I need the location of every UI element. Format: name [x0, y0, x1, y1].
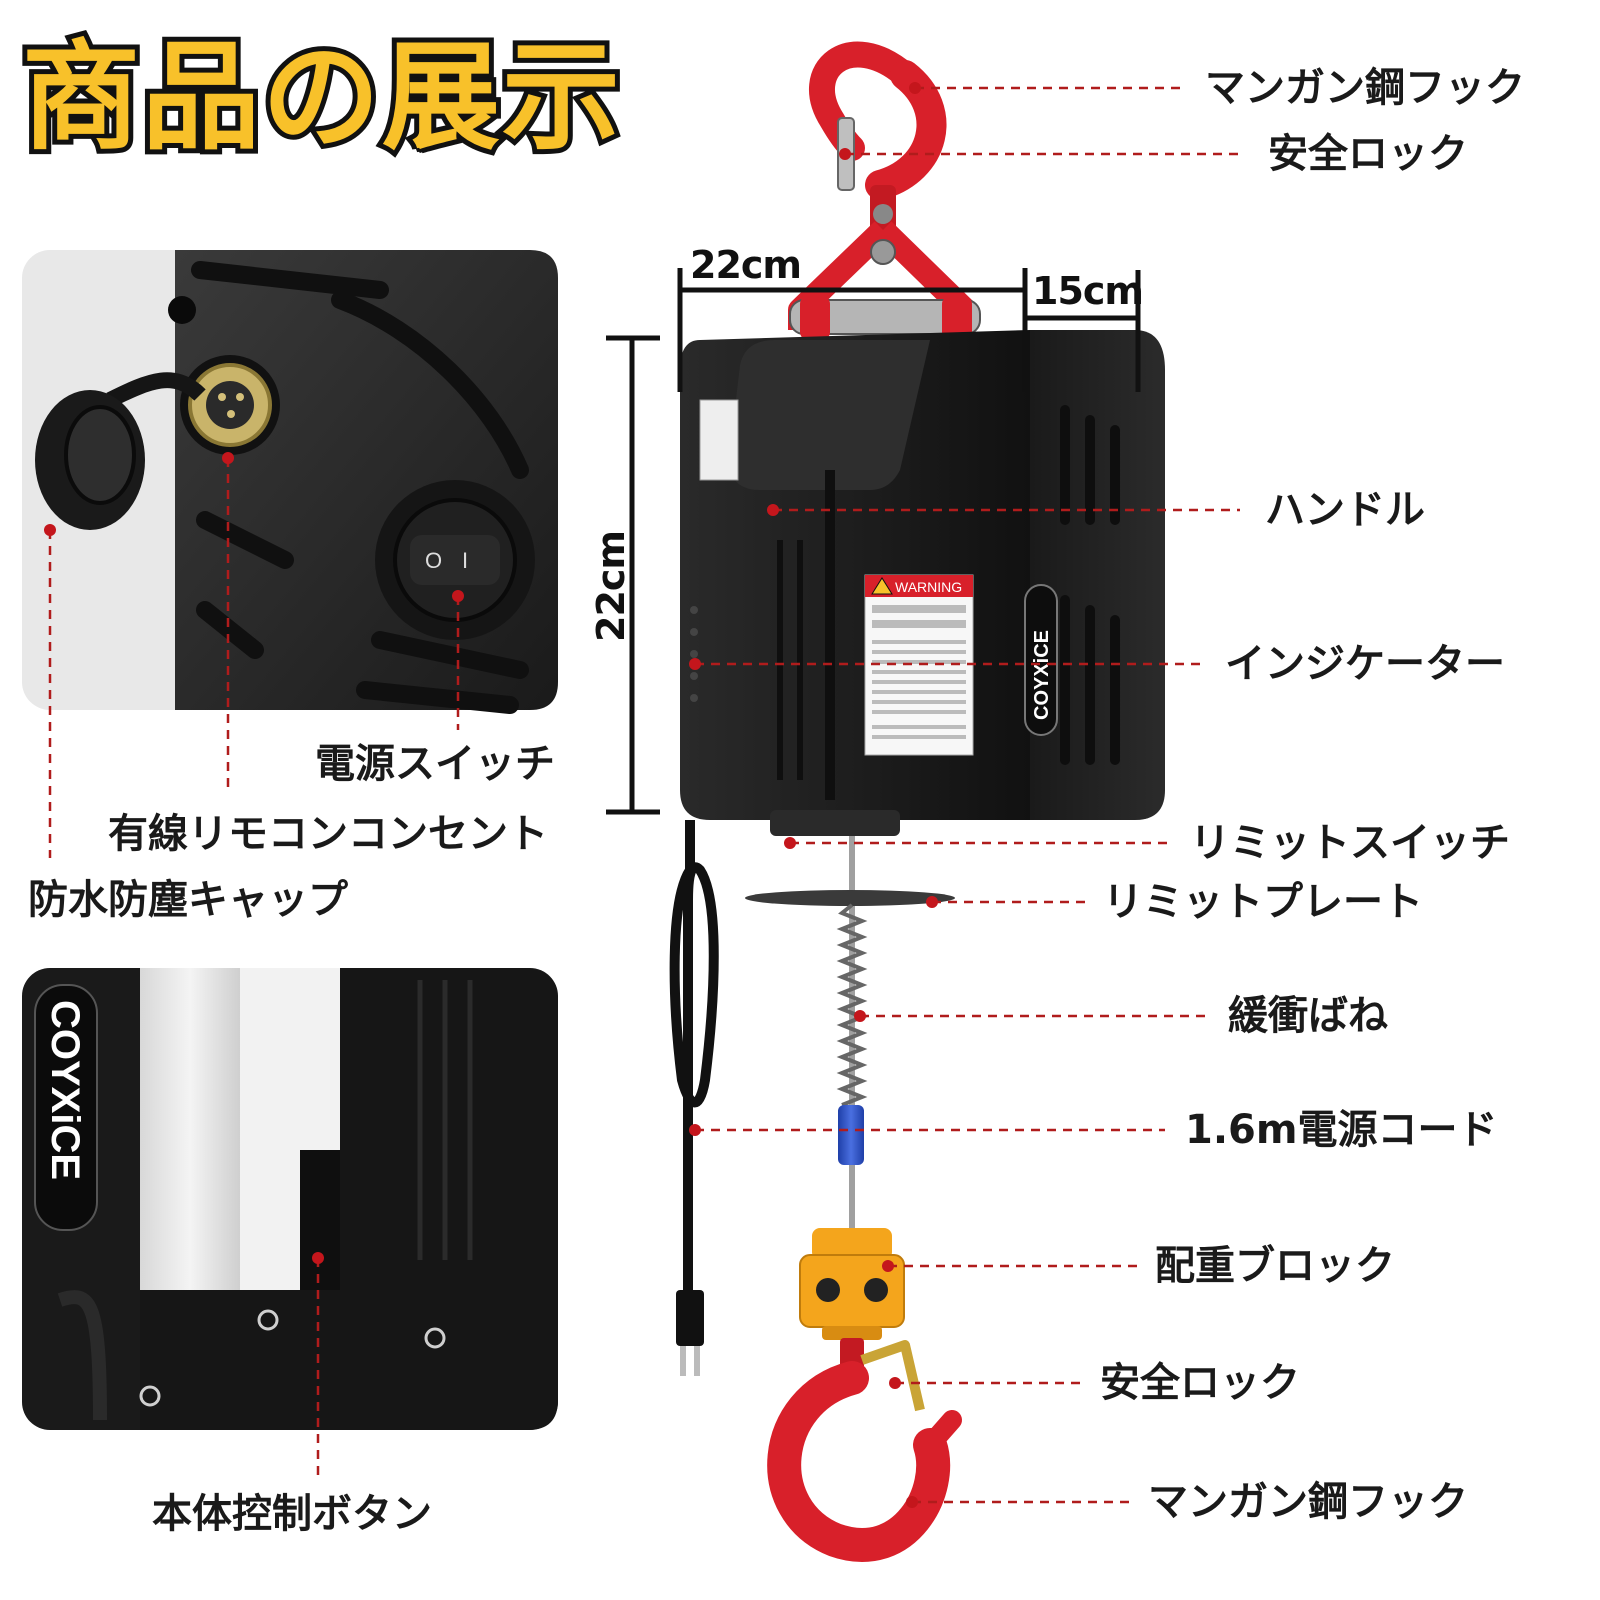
brand-badge	[1024, 584, 1058, 736]
label-counterweight: 配重ブロック	[1155, 1243, 1395, 1289]
dim-width: 22cm	[690, 243, 802, 287]
bottom-hook	[767, 1338, 962, 1562]
power-cord	[669, 820, 719, 1376]
counterweight-block	[799, 1228, 905, 1340]
label-top-hook: マンガン鋼フック	[1205, 65, 1525, 111]
dimension-lines	[606, 268, 1141, 815]
label-top-lock: 安全ロック	[1268, 131, 1468, 177]
leader-dots	[44, 82, 938, 1508]
hoist-body: WARNING COYXiCE	[680, 330, 1165, 836]
limit-plate	[745, 890, 955, 906]
detail-panel-socket: O I	[22, 250, 558, 714]
label-handle: ハンドル	[1265, 487, 1425, 533]
label-buffer-spring: 緩衝ばね	[1228, 993, 1388, 1039]
indicator-lights	[690, 606, 698, 702]
label-body-button: 本体控制ボタン	[152, 1491, 432, 1537]
dim-depth: 15cm	[1032, 269, 1144, 313]
label-bottom-lock: 安全ロック	[1100, 1360, 1300, 1406]
brand-text-panel: COYXiCE	[43, 1000, 87, 1180]
label-limit-plate: リミットプレート	[1103, 879, 1423, 925]
switch-on-mark: I	[462, 548, 468, 573]
leader-lines	[48, 86, 1240, 1504]
body-control-button	[300, 1150, 340, 1290]
brand-text-side: COYXiCE	[1031, 630, 1053, 720]
label-indicator: インジケーター	[1225, 641, 1505, 687]
page-title: 商品の展示	[17, 24, 625, 169]
spec-label	[699, 399, 739, 481]
label-remote-socket: 有線リモコンコンセント	[108, 811, 548, 857]
warning-label: WARNING	[864, 574, 974, 756]
bottom-latch	[860, 1340, 925, 1412]
label-bottom-hook: マンガン鋼フック	[1148, 1479, 1468, 1525]
label-limit-switch: リミットスイッチ	[1190, 820, 1510, 866]
switch-off-mark: O	[425, 548, 442, 573]
dim-height: 22cm	[589, 530, 633, 642]
label-power-switch: 電源スイッチ	[315, 741, 555, 787]
wire-sleeve	[838, 1105, 864, 1165]
wire-assembly	[745, 836, 955, 1340]
dust-cap	[35, 372, 206, 530]
label-dust-cap: 防水防塵キャップ	[28, 877, 348, 923]
warning-header: WARNING	[895, 579, 962, 595]
detail-panel-button: COYXiCE	[22, 968, 558, 1430]
top-hook	[788, 41, 981, 340]
power-plug	[676, 1290, 704, 1346]
power-switch: O I	[375, 480, 535, 640]
label-power-cord: 1.6m電源コード	[1185, 1107, 1498, 1153]
buffer-spring	[836, 903, 868, 1107]
